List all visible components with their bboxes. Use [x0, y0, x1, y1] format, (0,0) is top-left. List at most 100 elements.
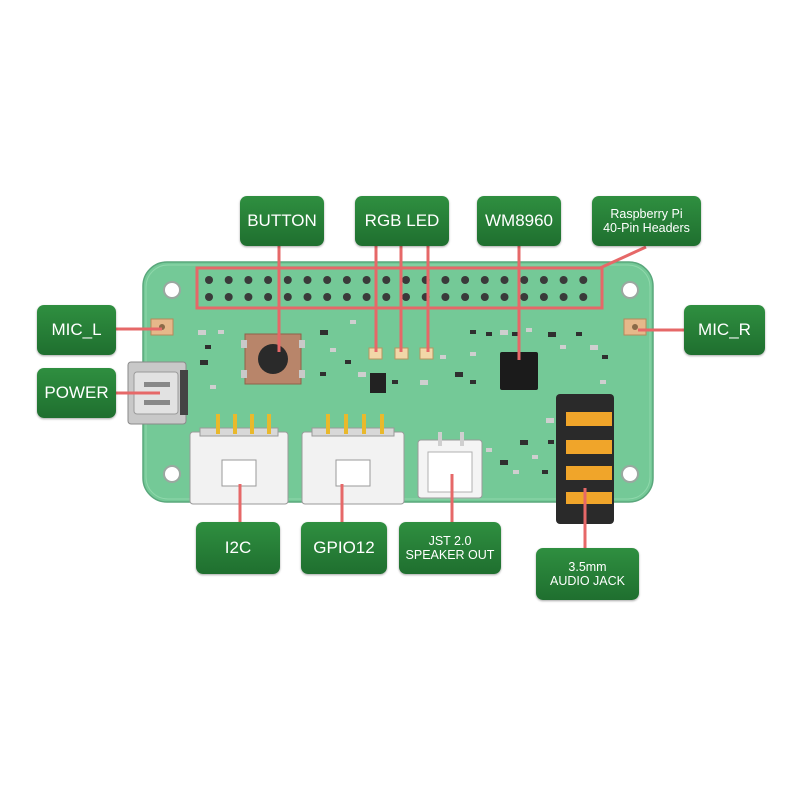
header-pin — [244, 276, 253, 284]
header-pin — [205, 276, 213, 284]
header-pin — [500, 276, 509, 284]
header-pin — [520, 276, 529, 284]
smd-part — [500, 460, 508, 465]
header-pin — [579, 276, 588, 284]
leader-lines — [114, 245, 686, 548]
header-pin — [500, 293, 509, 301]
smd-part — [218, 330, 224, 334]
label-button-text: BUTTON — [247, 211, 317, 231]
label-jst-speaker-out: JST 2.0 SPEAKER OUT — [399, 522, 501, 574]
header-pin — [264, 293, 273, 301]
jst-speaker-connector — [417, 432, 483, 499]
smd-part — [350, 320, 356, 324]
label-audio-jack-text: 3.5mm AUDIO JACK — [549, 559, 625, 588]
header-pin — [283, 276, 292, 284]
smd-part — [200, 360, 208, 365]
header-pin — [224, 276, 233, 284]
header-pin — [402, 293, 410, 301]
smd-part — [210, 385, 216, 389]
label-mic-l: MIC_L — [37, 305, 116, 355]
label-rpi-headers-text: Raspberry Pi 40-Pin Headers — [603, 206, 690, 235]
smd-part — [358, 372, 366, 377]
smd-part — [420, 380, 428, 385]
push-button-component — [241, 333, 305, 385]
smd-part — [560, 345, 566, 349]
header-pin — [323, 276, 332, 284]
wm8960-chip — [500, 352, 538, 390]
header-pin — [480, 276, 489, 284]
header-pin — [382, 293, 391, 301]
label-button: BUTTON — [240, 196, 324, 246]
smd-part — [602, 355, 608, 359]
smd-part — [500, 330, 508, 335]
header-pin — [342, 276, 351, 284]
header-pin — [559, 276, 568, 284]
header-pin — [303, 293, 312, 301]
smd-part — [548, 440, 554, 444]
audio-jack-component — [556, 394, 614, 524]
smd-part — [600, 380, 606, 384]
label-rgb-led-text: RGB LED — [364, 211, 440, 231]
label-audio-jack: 3.5mm AUDIO JACK — [536, 548, 639, 600]
label-gpio12-text: GPIO12 — [313, 538, 375, 558]
smd-components — [198, 320, 608, 474]
smd-part — [392, 380, 398, 384]
header-pin — [244, 293, 253, 301]
smd-part — [320, 372, 326, 376]
label-rpi-headers: Raspberry Pi 40-Pin Headers — [592, 196, 701, 246]
label-i2c: I2C — [196, 522, 280, 574]
label-jst-speaker-out-text: JST 2.0 SPEAKER OUT — [405, 533, 495, 562]
smd-part — [590, 345, 598, 350]
header-pin — [342, 293, 351, 301]
label-gpio12: GPIO12 — [301, 522, 387, 574]
header-pin — [283, 293, 292, 301]
header-pin — [323, 293, 332, 301]
smd-part — [486, 332, 492, 336]
smd-part — [470, 330, 476, 334]
smd-part — [330, 348, 336, 352]
header-pin — [559, 293, 568, 301]
header-pin — [224, 293, 233, 301]
header-pin — [461, 276, 470, 284]
header-pin — [441, 276, 450, 284]
smd-part — [470, 352, 476, 356]
smd-part — [576, 332, 582, 336]
label-rgb-led: RGB LED — [355, 196, 449, 246]
smd-part — [440, 355, 446, 359]
smd-part — [512, 332, 518, 336]
header-pin — [382, 276, 391, 284]
smd-part — [532, 455, 538, 459]
header-pin — [205, 293, 213, 301]
header-pin — [402, 276, 410, 284]
smd-part — [542, 470, 548, 474]
label-power: POWER — [37, 368, 116, 418]
label-mic-l-text: MIC_L — [51, 320, 102, 340]
mounting-holes — [163, 281, 639, 483]
header-pin — [362, 276, 371, 284]
header-pin — [362, 293, 371, 301]
gpio12-connector — [301, 414, 405, 505]
smd-part — [320, 330, 328, 335]
smd-part — [470, 380, 476, 384]
i2c-connector — [189, 414, 289, 505]
header-pin — [480, 293, 489, 301]
label-i2c-text: I2C — [224, 538, 252, 558]
header-pin — [539, 276, 548, 284]
label-mic-r: MIC_R — [684, 305, 765, 355]
header-pin — [303, 276, 312, 284]
smd-part — [548, 332, 556, 337]
header-pin — [520, 293, 529, 301]
smd-part — [546, 418, 554, 423]
smd-part — [198, 330, 206, 335]
header-pin — [461, 293, 470, 301]
header-pin — [441, 293, 450, 301]
smd-part — [205, 345, 211, 349]
header-pin — [579, 293, 588, 301]
smd-part — [455, 372, 463, 377]
header-pin — [539, 293, 548, 301]
label-mic-r-text: MIC_R — [698, 320, 751, 340]
smd-part — [513, 470, 519, 474]
label-power-text: POWER — [44, 383, 109, 403]
label-wm8960: WM8960 — [477, 196, 561, 246]
label-wm8960-text: WM8960 — [484, 211, 554, 231]
